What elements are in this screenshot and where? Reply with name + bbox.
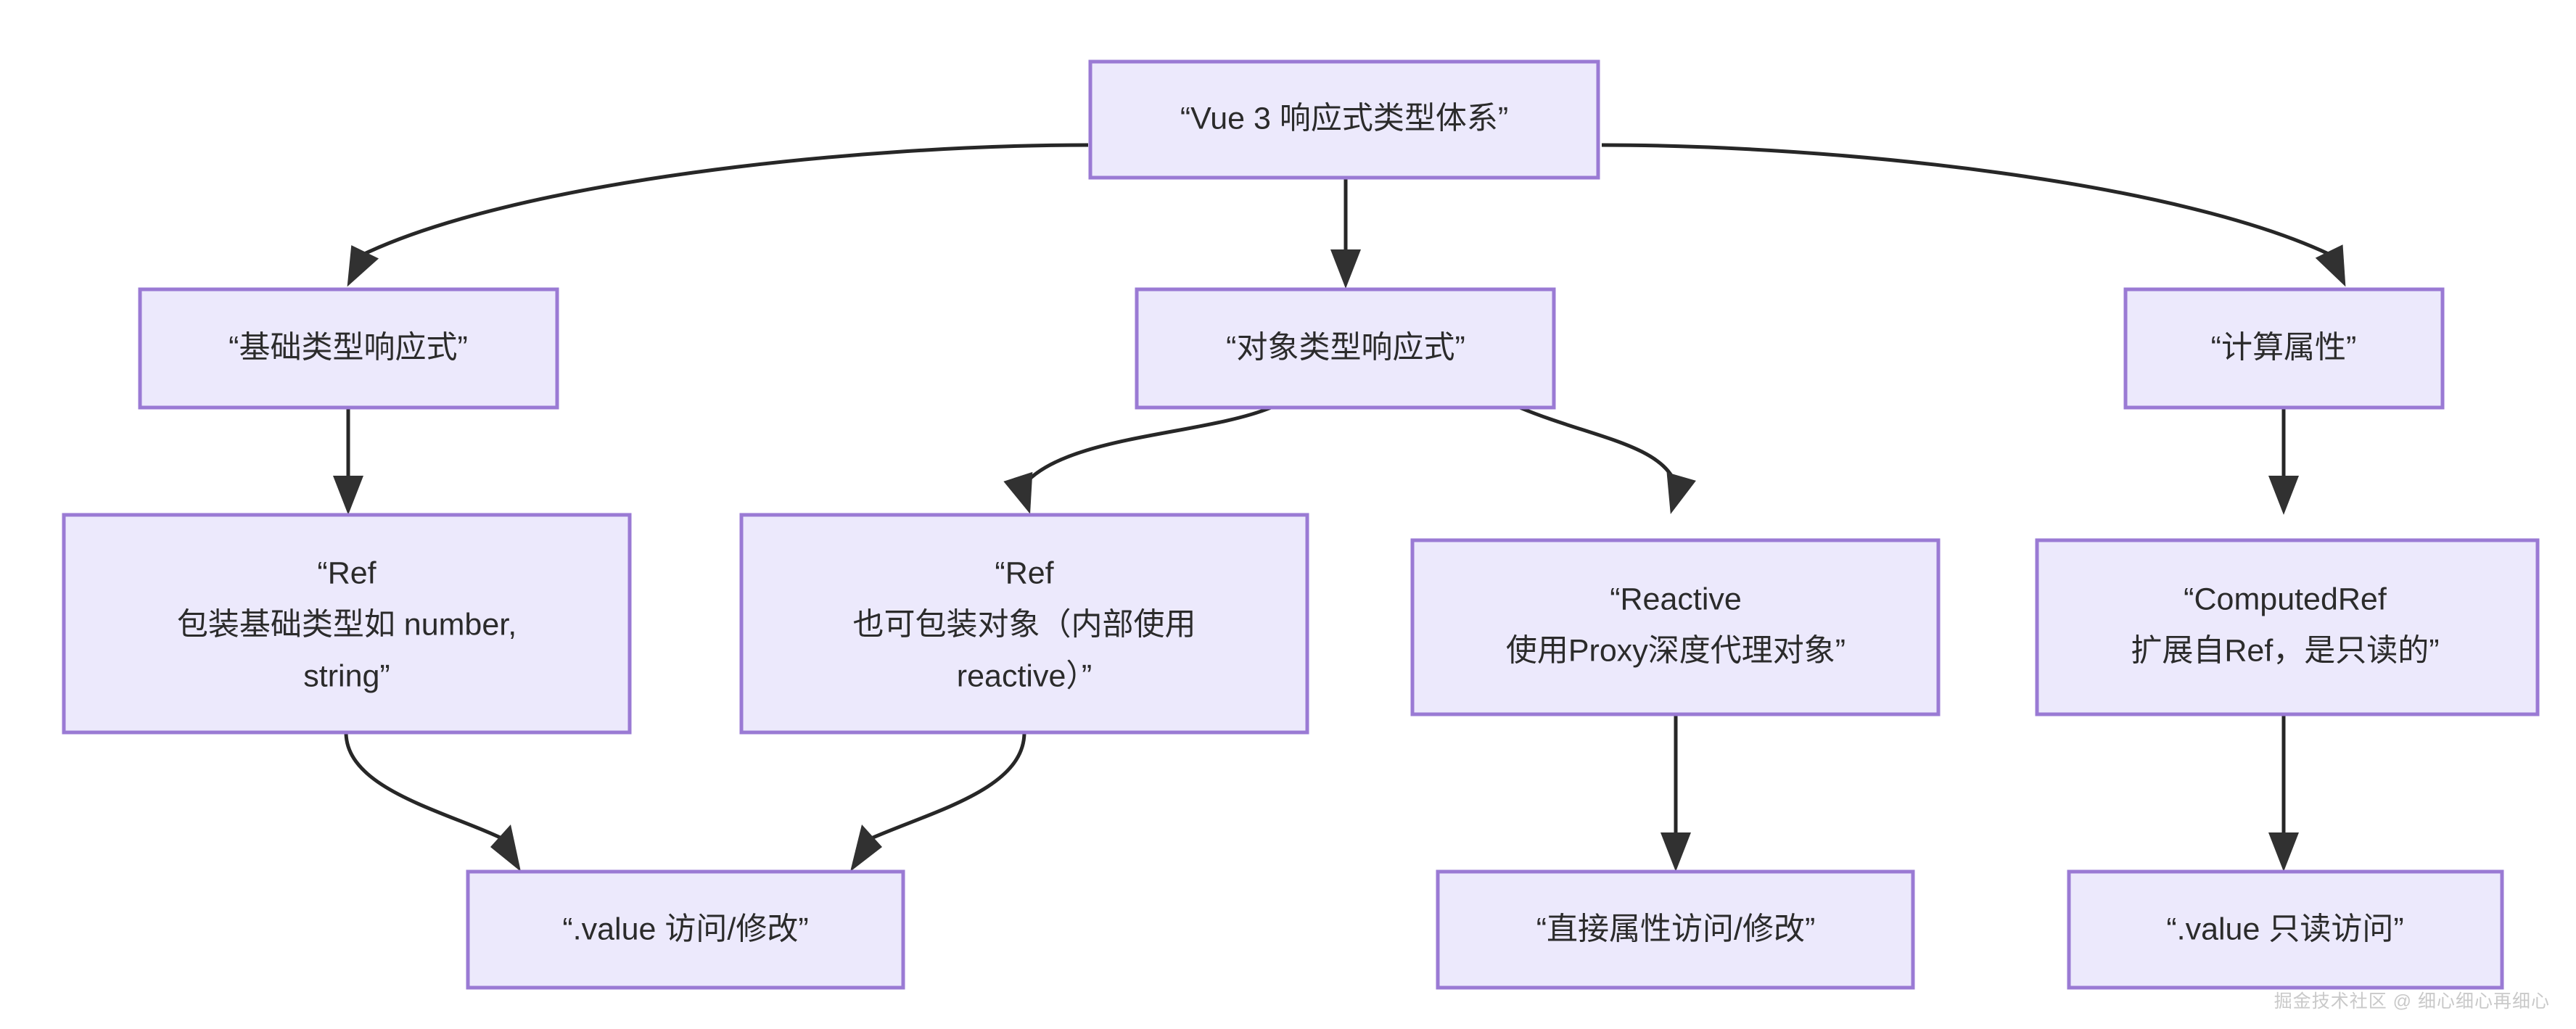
node-computed-box[interactable] (2123, 287, 2445, 410)
arrow-head-icon (2268, 476, 2299, 515)
node-computed-ref-box[interactable] (2035, 538, 2540, 716)
node-reactive[interactable]: “Reactive 使用Proxy深度代理对象” (1410, 538, 1941, 716)
arrow-head-icon (347, 245, 379, 287)
node-ref-object-box[interactable] (739, 513, 1309, 735)
arrow-head-icon (490, 825, 521, 872)
arrow-head-icon (1330, 249, 1361, 289)
edge-computed-to-computed-ref (2268, 408, 2299, 515)
node-computed-ref-label-line2: 扩展自Ref，是只读的” (2131, 633, 2439, 668)
node-value-readonly[interactable]: “.value 只读访问” (2067, 869, 2504, 990)
node-computed-ref[interactable]: “ComputedRef 扩展自Ref，是只读的” (2035, 538, 2540, 716)
node-primitive-label: “基础类型响应式” (229, 330, 468, 365)
node-direct-access-box[interactable] (1436, 869, 1915, 990)
edge-root-to-object (1330, 178, 1361, 289)
node-computed[interactable]: “计算属性” (2123, 287, 2445, 410)
node-root[interactable]: “Vue 3 响应式类型体系” (1088, 59, 1600, 180)
node-value-access[interactable]: “.value 访问/修改” (466, 869, 905, 990)
node-object-label: “对象类型响应式” (1226, 330, 1465, 365)
node-direct-access-label: “直接属性访问/修改” (1536, 912, 1816, 946)
edge-root-to-primitive (347, 143, 1089, 287)
node-ref-object-label-line1: “Ref (995, 555, 1054, 590)
edge-primitive-to-ref-primitive (333, 408, 363, 515)
node-root-box[interactable] (1088, 59, 1600, 180)
node-root-label: “Vue 3 响应式类型体系” (1180, 101, 1508, 136)
arrow-head-icon (850, 825, 882, 872)
node-ref-primitive-box[interactable] (62, 513, 632, 735)
node-value-readonly-box[interactable] (2067, 869, 2504, 990)
node-value-readonly-label: “.value 只读访问” (2166, 912, 2403, 946)
node-primitive[interactable]: “基础类型响应式” (138, 287, 559, 410)
arrow-head-icon (2268, 832, 2299, 872)
node-ref-primitive[interactable]: “Ref 包装基础类型如 number, string” (62, 513, 632, 735)
watermark: 掘金技术社区 @ 细心细心再细心 (2273, 991, 2550, 1012)
edge-reactive-to-direct-access (1661, 714, 1691, 872)
node-ref-primitive-label-line1: “Ref (317, 555, 376, 590)
node-object[interactable]: “对象类型响应式” (1135, 287, 1556, 410)
arrow-head-icon (1003, 471, 1033, 514)
node-ref-object-label-line3: reactive）” (957, 658, 1092, 693)
arrow-head-icon (1666, 472, 1696, 514)
node-reactive-label-line1: “Reactive (1610, 582, 1742, 616)
node-ref-primitive-label-line2: 包装基础类型如 number, (177, 607, 517, 642)
edge-ref-primitive-to-value-access (344, 732, 521, 872)
node-object-box[interactable] (1135, 287, 1556, 410)
node-value-access-label: “.value 访问/修改” (562, 912, 808, 946)
node-ref-object-label-line2: 也可包装对象（内部使用 (853, 607, 1196, 642)
node-reactive-label-line2: 使用Proxy深度代理对象” (1506, 633, 1845, 668)
node-computed-ref-label-line1: “ComputedRef (2184, 582, 2387, 616)
node-value-access-box[interactable] (466, 869, 905, 990)
node-layer: “Vue 3 响应式类型体系” “基础类型响应式” “对象类型响应式” “计算属… (62, 59, 2540, 990)
arrow-head-icon (2315, 244, 2346, 287)
node-ref-primitive-label-line3: string” (303, 658, 390, 693)
edge-object-to-ref-object (1003, 405, 1272, 514)
node-primitive-box[interactable] (138, 287, 559, 410)
node-computed-label: “计算属性” (2211, 330, 2357, 365)
node-ref-object[interactable]: “Ref 也可包装对象（内部使用 reactive）” (739, 513, 1309, 735)
arrow-head-icon (333, 476, 363, 515)
edge-layer (333, 143, 2346, 872)
edge-object-to-reactive (1519, 405, 1696, 514)
edge-computed-ref-to-value-readonly (2268, 714, 2299, 872)
node-direct-access[interactable]: “直接属性访问/修改” (1436, 869, 1915, 990)
edge-ref-object-to-value-access (850, 732, 1026, 872)
node-reactive-box[interactable] (1410, 538, 1941, 716)
edge-root-to-computed (1601, 143, 2346, 287)
arrow-head-icon (1661, 832, 1691, 872)
